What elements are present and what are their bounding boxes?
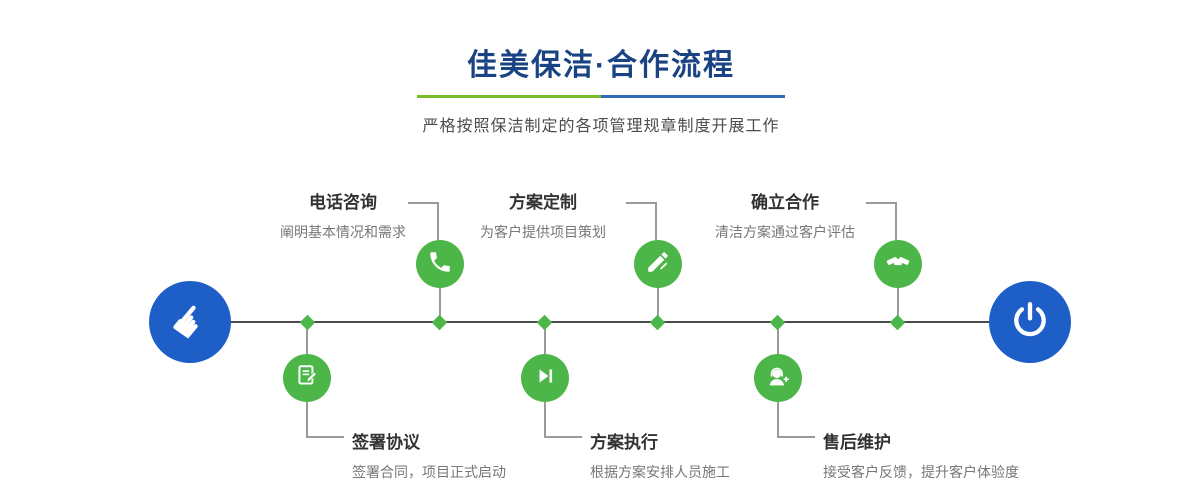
timeline-diamond (889, 314, 906, 331)
stem-top-3 (897, 264, 899, 322)
timeline-diamond (431, 314, 448, 331)
step-label: 签署协议 (352, 433, 420, 452)
stem-bottom-1 (306, 322, 308, 378)
step-node-cooperation (874, 240, 922, 288)
connector-top-1 (408, 202, 439, 240)
step-text-bottom-3: 售后维护 接受客户反馈，提升客户体验度 (823, 428, 1019, 482)
connector-top-3 (866, 202, 897, 240)
stem-top-2 (657, 264, 659, 322)
step-label: 电话咨询 (309, 193, 377, 212)
step-desc: 接受客户反馈，提升客户体验度 (823, 464, 1019, 480)
step-desc: 阐明基本情况和需求 (280, 224, 406, 240)
timeline-end-node (989, 281, 1071, 363)
play-icon (533, 364, 557, 393)
step-text-bottom-2: 方案执行 根据方案安排人员施工 (590, 428, 730, 482)
timeline-diamond (299, 314, 316, 331)
timeline-diamond (649, 314, 666, 331)
step-text-top-2: 方案定制 为客户提供项目策划 (458, 188, 628, 242)
timeline-diamond (769, 314, 786, 331)
pencil-ruler-icon (645, 249, 671, 280)
connector-top-2 (626, 202, 657, 240)
step-text-top-1: 电话咨询 阐明基本情况和需求 (258, 188, 428, 242)
step-label: 售后维护 (823, 433, 891, 452)
support-icon (764, 362, 792, 395)
step-desc: 为客户提供项目策划 (480, 224, 606, 240)
timeline-diamond (536, 314, 553, 331)
power-icon (1010, 300, 1050, 345)
step-node-execution (521, 354, 569, 402)
page-subtitle: 严格按照保洁制定的各项管理规章制度开展工作 (422, 118, 780, 135)
handshake-icon (884, 248, 912, 281)
divider-green-segment (417, 95, 601, 98)
step-label: 方案执行 (590, 433, 658, 452)
stem-bottom-3 (777, 322, 779, 378)
phone-icon (427, 249, 453, 280)
divider-blue-segment (601, 95, 785, 98)
stem-top-1 (439, 264, 441, 322)
step-desc: 根据方案安排人员施工 (590, 464, 730, 480)
connector-bottom-2 (544, 402, 582, 438)
step-node-contract (283, 354, 331, 402)
contract-icon (294, 363, 320, 394)
stem-bottom-2 (544, 322, 546, 378)
connector-bottom-1 (306, 402, 344, 438)
step-label: 方案定制 (509, 193, 577, 212)
step-node-plan (634, 240, 682, 288)
connector-bottom-3 (777, 402, 815, 438)
step-desc: 签署合同，项目正式启动 (352, 464, 506, 480)
step-desc: 清洁方案通过客户评估 (715, 224, 855, 240)
step-text-bottom-1: 签署协议 签署合同，项目正式启动 (352, 428, 506, 482)
step-node-phone (416, 240, 464, 288)
step-node-support (754, 354, 802, 402)
hand-pointer-icon: ☛ (159, 292, 220, 352)
step-label: 确立合作 (751, 193, 819, 212)
timeline-line (190, 321, 1032, 323)
title-divider (417, 95, 785, 98)
timeline-start-node: ☛ (149, 281, 231, 363)
step-text-top-3: 确立合作 清洁方案通过客户评估 (700, 188, 870, 242)
page-title: 佳美保洁·合作流程 (467, 49, 735, 82)
